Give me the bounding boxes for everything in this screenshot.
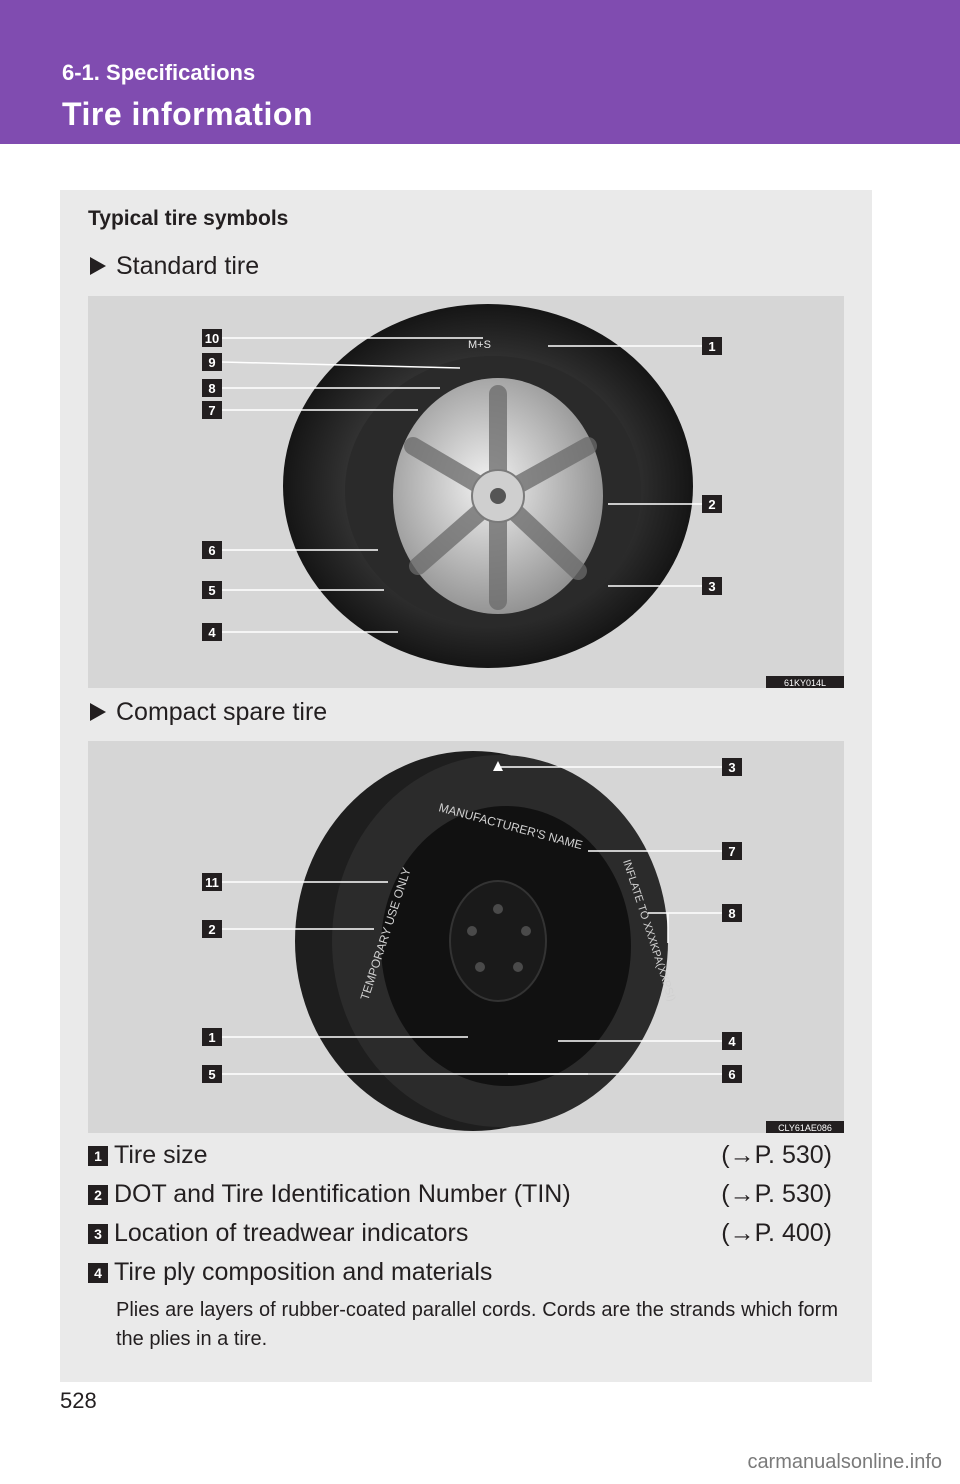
reference-text: Location of treadwear indicators <box>114 1219 469 1247</box>
callout-5: 5 <box>208 1067 215 1082</box>
figure-code: 61KY014L <box>784 678 826 688</box>
ply-note: Plies are layers of rubber-coated parall… <box>116 1299 838 1350</box>
reference-item: 4 Tire ply composition and materials <box>88 1258 832 1287</box>
callout-11: 11 <box>205 875 219 890</box>
watermark: carmanualsonline.info <box>747 1451 942 1473</box>
reference-item: 1 Tire size (→P. 530) <box>88 1141 832 1170</box>
page-header: 6-1. Specifications Tire information <box>0 0 960 144</box>
page-number: 528 <box>60 1388 97 1413</box>
compact-spare-heading: Compact spare tire <box>90 698 327 727</box>
callout-1: 1 <box>208 1030 215 1045</box>
figure-code: CLY61AE086 <box>778 1123 832 1133</box>
callout-7: 7 <box>728 844 735 859</box>
standard-tire-label: Standard tire <box>116 252 260 280</box>
callout-4: 4 <box>728 1034 736 1049</box>
callout-2: 2 <box>208 922 215 937</box>
panel-heading: Typical tire symbols <box>88 207 289 230</box>
callout-5: 5 <box>208 583 215 598</box>
callout-10: 10 <box>205 331 219 346</box>
callout-6: 6 <box>208 543 215 558</box>
page-reference-link[interactable]: (→P. 530) <box>721 1141 832 1169</box>
reference-item: 2 DOT and Tire Identification Number (TI… <box>88 1180 832 1209</box>
callout-9: 9 <box>208 355 215 370</box>
spare-tire-figure: MANUFACTURER'S NAME TEMPORARY USE ONLY I… <box>88 741 844 1133</box>
tire-sidewall-text: M+S <box>468 339 491 351</box>
standard-tire-illustration: M+S 10 9 8 7 6 5 4 1 2 3 61KY014L <box>202 304 844 688</box>
callout-3: 3 <box>708 579 715 594</box>
reference-text: Tire size <box>114 1141 208 1169</box>
callout-7: 7 <box>208 403 215 418</box>
callout-8: 8 <box>208 381 215 396</box>
page-reference-link[interactable]: (→P. 400) <box>721 1219 832 1247</box>
callout-3: 3 <box>728 760 735 775</box>
callout-8: 8 <box>728 906 735 921</box>
arrow-bullet-icon <box>90 257 106 275</box>
callout-badge: 2 <box>88 1184 108 1205</box>
callout-6: 6 <box>728 1067 735 1082</box>
spare-tire-illustration: MANUFACTURER'S NAME TEMPORARY USE ONLY I… <box>202 751 844 1133</box>
callout-2: 2 <box>708 497 715 512</box>
reference-text: DOT and Tire Identification Number (TIN) <box>114 1180 571 1208</box>
callout-badge: 3 <box>88 1223 108 1244</box>
section-label: 6-1. Specifications <box>62 60 256 85</box>
reference-item: 3 Location of treadwear indicators (→P. … <box>88 1219 832 1248</box>
callout-badge: 4 <box>88 1262 108 1283</box>
compact-spare-label: Compact spare tire <box>116 698 328 726</box>
standard-tire-figure: M+S 10 9 8 7 6 5 4 1 2 3 61KY014L <box>88 296 844 688</box>
callout-badge: 1 <box>88 1145 108 1166</box>
callout-4: 4 <box>208 625 216 640</box>
standard-tire-heading: Standard tire <box>90 252 259 281</box>
callout-1: 1 <box>708 339 715 354</box>
page-title: Tire information <box>62 96 313 132</box>
arrow-bullet-icon <box>90 703 106 721</box>
page-reference-link[interactable]: (→P. 530) <box>721 1180 832 1208</box>
reference-text: Tire ply composition and materials <box>114 1258 493 1286</box>
